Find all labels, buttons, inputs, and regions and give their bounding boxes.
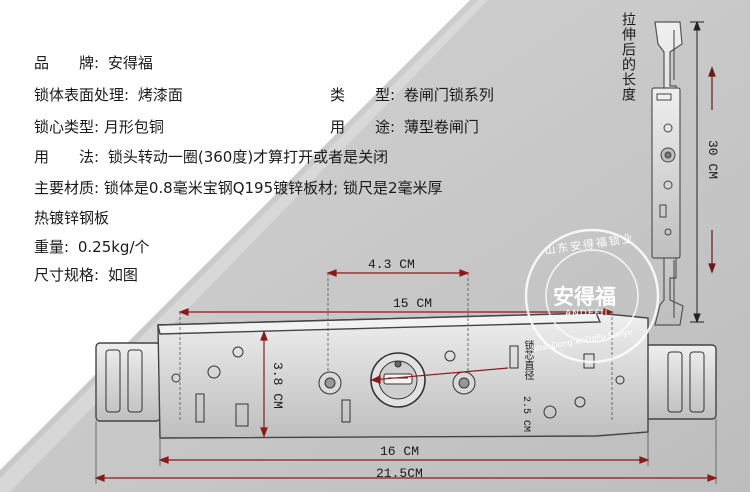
label-4-3cm: 4.3 CM xyxy=(368,257,415,272)
brand-value: 安得福 xyxy=(107,54,153,72)
surface-label: 锁体表面处理: xyxy=(34,86,130,104)
dim-4-3cm-ext xyxy=(327,273,469,372)
spec-use: 用 途: 薄型卷闸门 xyxy=(330,118,479,136)
dim-4-3cm xyxy=(326,269,470,277)
size-value: 如图 xyxy=(107,266,138,284)
dim-15cm xyxy=(178,308,614,316)
label-21-5cm: 21.5CM xyxy=(376,466,423,481)
label-16cm: 16 CM xyxy=(380,444,420,459)
spec-type: 类 型: 卷闸门锁系列 xyxy=(330,86,494,104)
spec-material-2: 热镀锌钢板 xyxy=(34,209,109,227)
watermark-seal xyxy=(524,228,660,364)
material-label: 主要材质: xyxy=(34,179,100,197)
core-label: 锁心类型: xyxy=(34,118,100,136)
stretch-arrows xyxy=(708,66,716,274)
vertical-lock xyxy=(651,21,684,326)
watermark-brand: 安得福 xyxy=(553,285,616,309)
watermark-mid: ANDEFU xyxy=(565,309,609,319)
dim-30cm-line xyxy=(690,20,704,324)
core-value: 月形包铜 xyxy=(103,118,164,136)
label-core-diameter-value: 2.5 CM xyxy=(520,396,531,433)
method-label: 用 法: xyxy=(34,148,100,166)
use-label: 用 途: xyxy=(330,118,396,136)
label-3-8cm: 3.8 CM xyxy=(270,362,285,409)
material-value: 锁体是0.8毫米宝钢Q195镀锌板材; 锁尺是2毫米厚 xyxy=(103,179,443,197)
spec-brand: 品 牌: 安得福 xyxy=(34,54,153,72)
weight-label: 重量: xyxy=(34,238,70,256)
dim-3-8cm xyxy=(260,330,268,438)
method-value: 锁头转动一圈(360度)才算打开或者是关闭 xyxy=(107,148,389,166)
spec-surface: 锁体表面处理: 烤漆面 xyxy=(34,86,183,104)
spec-weight: 重量: 0.25kg/个 xyxy=(34,238,150,256)
dim-15cm-ext xyxy=(179,312,613,420)
label-15cm: 15 CM xyxy=(393,296,433,311)
type-value: 卷闸门锁系列 xyxy=(403,86,494,104)
material-value-2: 热镀锌钢板 xyxy=(34,209,110,227)
label-core-diameter: 锁芯直径 xyxy=(522,340,533,380)
label-30cm: 30 CM xyxy=(705,140,720,180)
dim-bottom-ext xyxy=(95,419,717,484)
spec-method: 用 法: 锁头转动一圈(360度)才算打开或者是关闭 xyxy=(34,148,388,166)
use-value: 薄型卷闸门 xyxy=(403,118,479,136)
dim-core-diameter xyxy=(370,367,509,384)
horizontal-lock-details xyxy=(105,345,705,427)
spec-core: 锁心类型: 月形包铜 xyxy=(34,118,164,136)
dim-16cm xyxy=(158,456,650,464)
type-label: 类 型: xyxy=(330,86,396,104)
vertical-lock-details xyxy=(656,30,676,318)
label-stretched-length: 拉伸后的长度 xyxy=(620,12,636,102)
weight-value: 0.25kg/个 xyxy=(77,238,150,256)
spec-size: 尺寸规格: 如图 xyxy=(34,266,138,284)
brand-label: 品 牌: xyxy=(34,54,100,72)
size-label: 尺寸规格: xyxy=(34,266,100,284)
surface-value: 烤漆面 xyxy=(137,86,183,104)
dim-21-5cm xyxy=(94,474,718,482)
spec-material: 主要材质: 锁体是0.8毫米宝钢Q195镀锌板材; 锁尺是2毫米厚 xyxy=(34,179,443,197)
